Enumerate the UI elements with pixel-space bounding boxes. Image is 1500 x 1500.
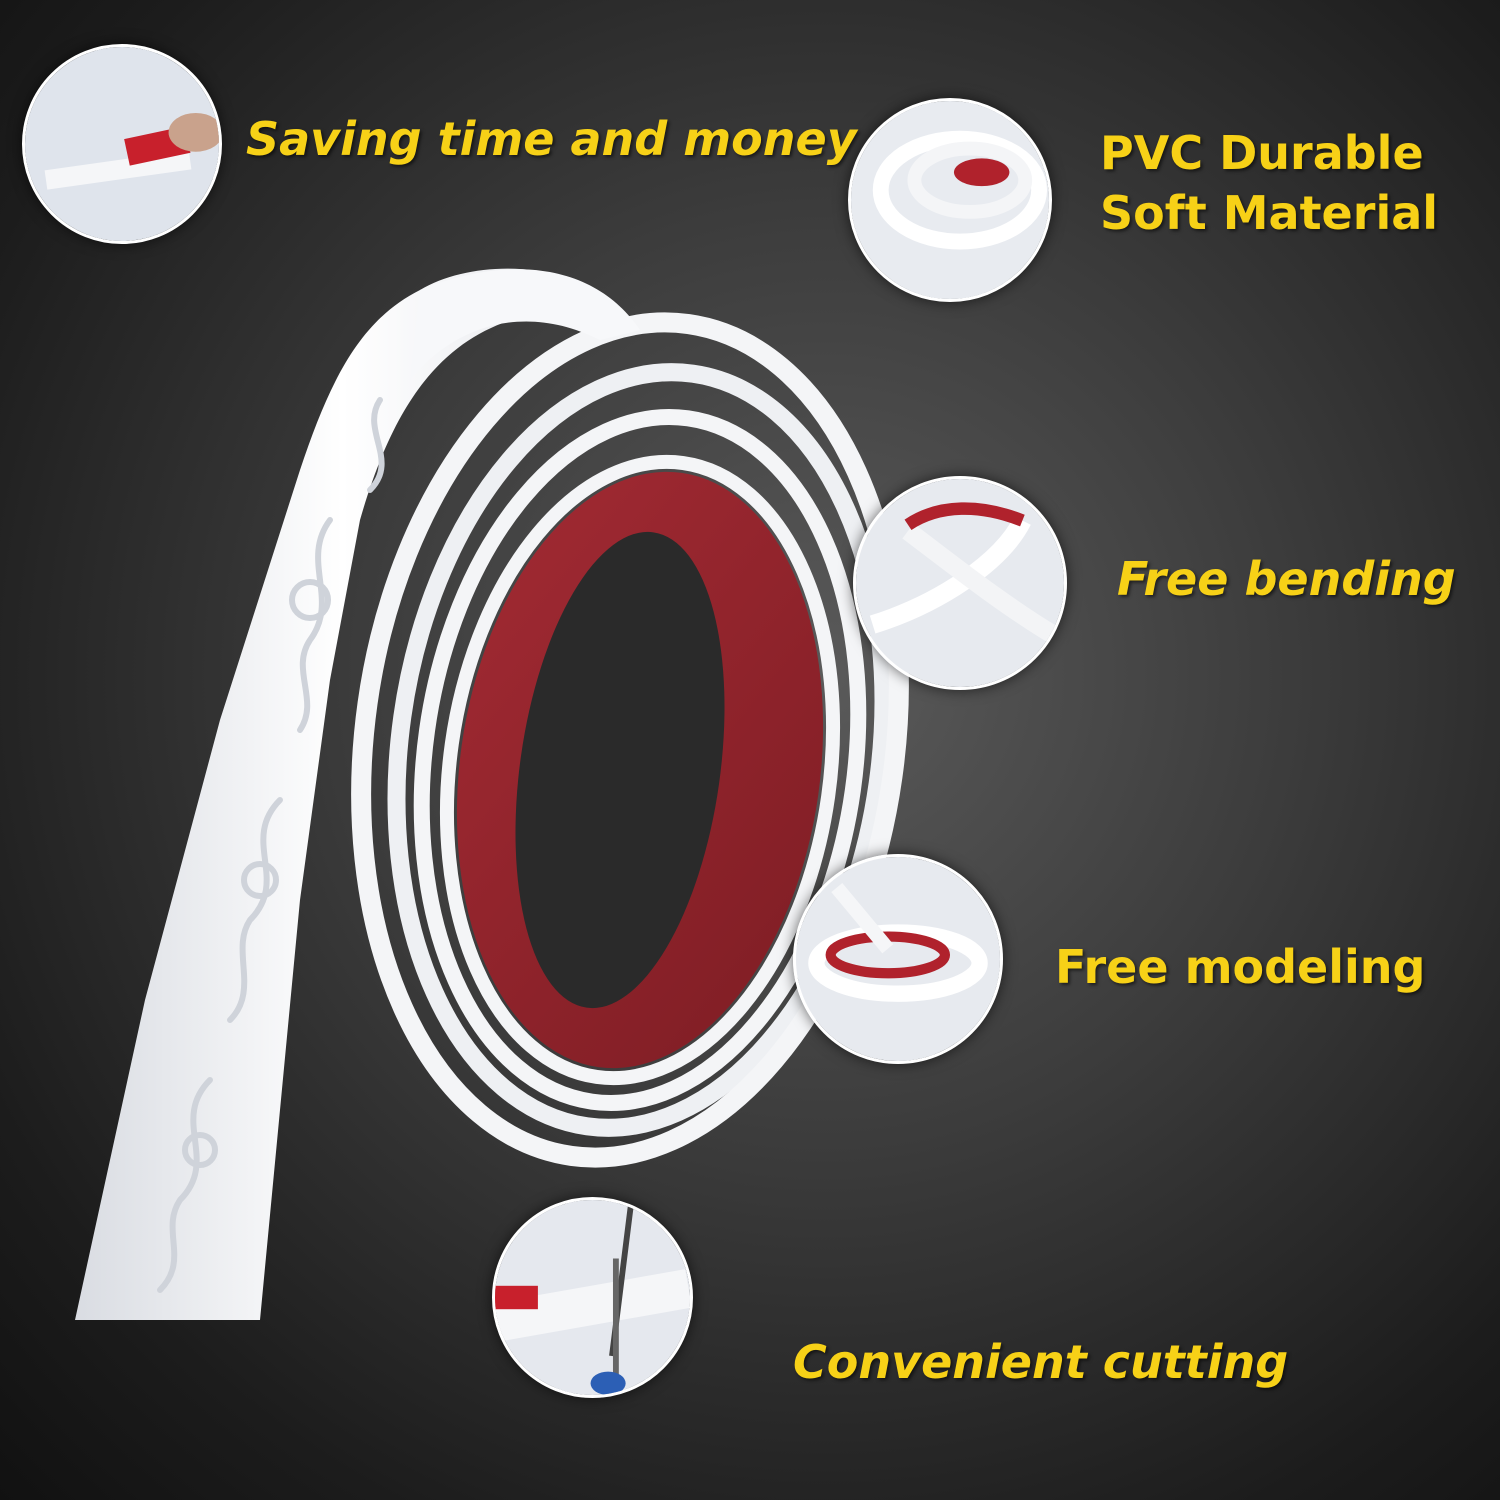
shaped-strip-icon <box>793 854 1003 1064</box>
caption-pvc-durable: PVC Durable Soft Material <box>1100 124 1438 244</box>
caption-free-modeling: Free modeling <box>1055 940 1426 994</box>
peel-adhesive-icon <box>22 44 222 244</box>
caption-saving-time: Saving time and money <box>246 112 857 166</box>
coiled-strip-icon <box>848 98 1052 302</box>
bent-strip-icon <box>853 476 1067 690</box>
caption-pvc-durable-line1: PVC Durable <box>1100 126 1424 180</box>
caption-convenient-cutting: Convenient cutting <box>793 1335 1289 1389</box>
caption-pvc-durable-line2: Soft Material <box>1100 185 1439 240</box>
scissors-icon <box>492 1197 693 1398</box>
caption-free-bending: Free bending <box>1117 552 1456 606</box>
